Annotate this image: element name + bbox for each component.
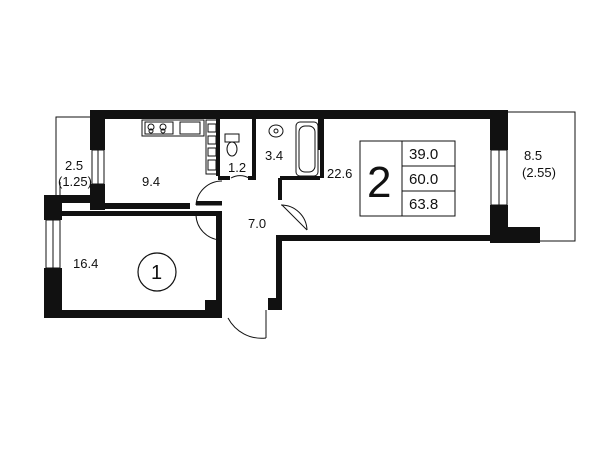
balcony-right xyxy=(508,111,576,242)
hall-area: 7.0 xyxy=(248,216,266,231)
room-marker-circle xyxy=(137,252,177,292)
kitchen-area: 9.4 xyxy=(142,174,160,189)
area-with-balconies: 63.8 xyxy=(409,196,438,213)
bath-fixtures xyxy=(224,121,319,177)
kitchen-fixtures xyxy=(141,119,219,175)
bath-area: 3.4 xyxy=(265,148,283,163)
room-marker: 1 xyxy=(151,262,162,284)
area-living: 39.0 xyxy=(409,146,438,163)
area-total: 60.0 xyxy=(409,171,438,188)
windows xyxy=(45,149,508,269)
balcony-right-area: 8.5 xyxy=(524,148,542,163)
balcony-left-area: 2.5 xyxy=(65,158,83,173)
area-summary xyxy=(359,140,456,217)
bedroom-area: 16.4 xyxy=(73,256,98,271)
wc-area: 1.2 xyxy=(228,160,246,175)
doors xyxy=(59,175,308,339)
balcony-left-coef: (1.25) xyxy=(58,174,92,189)
living-area: 22.6 xyxy=(327,166,352,181)
walls xyxy=(44,110,540,318)
rooms-count: 2 xyxy=(367,158,391,207)
balcony-right-coef: (2.55) xyxy=(522,165,556,180)
